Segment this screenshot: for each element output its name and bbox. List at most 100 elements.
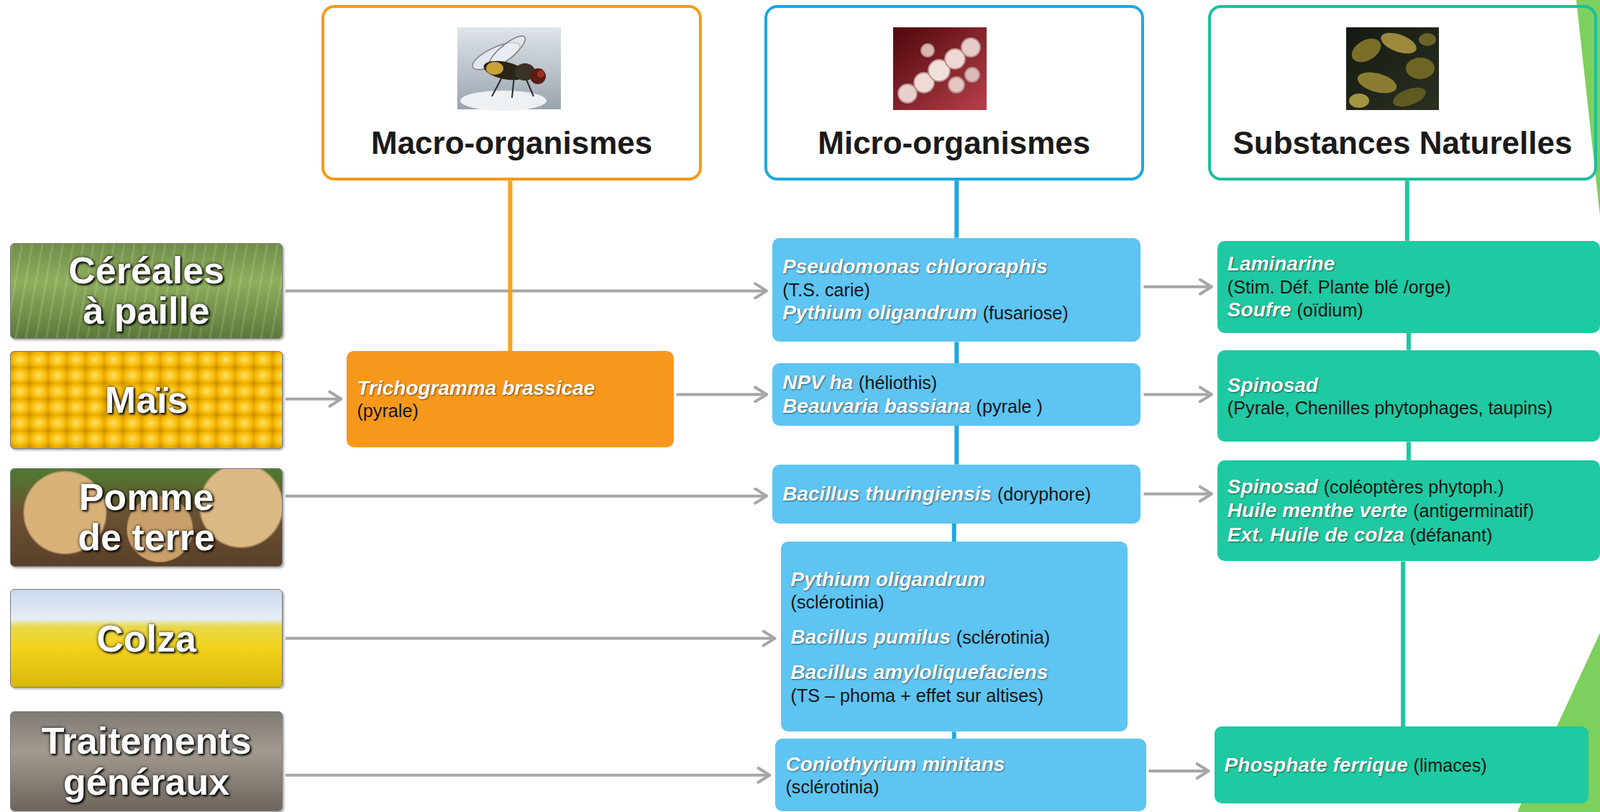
agent-target: (sclérotinia) [791, 591, 885, 613]
agent-box: Spinosad(Pyrale, Chenilles phytophages, … [1217, 350, 1600, 443]
column-connector [1400, 560, 1406, 727]
text-block: Traitements généraux [16, 720, 277, 802]
flow-arrow [285, 773, 770, 777]
fly-icon [457, 27, 561, 111]
category-header: Micro-organismes [764, 5, 1145, 181]
text-line: Spinosad(coléoptères phytoph.) [1227, 474, 1590, 500]
flow-arrow [1143, 285, 1211, 289]
agent-name: Soufre [1227, 297, 1292, 323]
header-title: Substances Naturelles [1232, 125, 1572, 162]
text-line: (sclérotinia) [791, 591, 1118, 613]
agent-name: Phosphate ferrique [1224, 752, 1408, 778]
text-line: Spinosad [1227, 373, 1590, 398]
agent-target: (coléoptères phytoph.) [1323, 476, 1505, 498]
agent-name: Pythium oligandrum [791, 567, 986, 592]
flow-arrow [1149, 769, 1209, 773]
agent-name: Beauvaria bassiana [782, 394, 971, 419]
text-line: Huile menthe verte(antigerminatif) [1227, 498, 1590, 523]
text-block: Céréales à paille [54, 250, 239, 331]
flow-arrow [1143, 492, 1211, 496]
agent-target: (Stim. Déf. Plante blé /orge) [1227, 276, 1452, 298]
agent-box: Pseudomonas chlororaphis(T.S. carie)Pyth… [772, 238, 1141, 343]
agent-name: Trichogramma brassicae [356, 376, 595, 401]
text-line: Bacillus thuringiensis(doryphore) [782, 481, 1131, 507]
header-title: Macro-organismes [371, 125, 653, 162]
agent-target: (oïdium) [1296, 299, 1363, 321]
agent-box: Coniothyrium minitans(sclérotinia) [775, 738, 1146, 812]
flow-arrow [285, 289, 767, 292]
text-block: NPV ha(héliothis)Beauvaria bassiana(pyra… [782, 370, 1131, 419]
text-line: Coniothyrium minitans [785, 752, 1136, 777]
agent-box: NPV ha(héliothis)Beauvaria bassiana(pyra… [772, 363, 1141, 426]
column-connector [952, 731, 957, 739]
text-block: Coniothyrium minitans(sclérotinia) [785, 752, 1136, 799]
text-block: Spinosad(Pyrale, Chenilles phytophages, … [1227, 373, 1590, 420]
column-connector [952, 523, 957, 543]
agent-box: Laminarine(Stim. Déf. Plante blé /orge)S… [1217, 240, 1600, 333]
agent-target: (sclérotinia) [956, 626, 1050, 648]
category-header: Macro-organismes [321, 5, 702, 181]
crop-name: Pomme de terre [54, 476, 239, 558]
agent-box: Trichogramma brassicae(pyrale) [346, 350, 674, 447]
agent-target: (fusariose) [983, 302, 1069, 324]
text-line: Micro-organismes [817, 125, 1091, 162]
agent-name: Huile menthe verte [1227, 498, 1408, 523]
text-line: Pythium oligandrum(fusariose) [782, 300, 1131, 326]
agent-name: Bacillus amyloliquefaciens [791, 660, 1049, 685]
text-block: Spinosad(coléoptères phytoph.)Huile ment… [1227, 474, 1590, 548]
crop-name: Maïs [104, 379, 189, 420]
agent-name: Coniothyrium minitans [785, 752, 1005, 777]
text-line: Bacillus amyloliquefaciens [791, 660, 1118, 685]
text-line: Pythium oligandrum [791, 567, 1118, 592]
column-connector [1405, 180, 1410, 241]
agent-name: Pseudomonas chlororaphis [782, 254, 1048, 280]
text-line: Substances Naturelles [1232, 125, 1572, 162]
text-line: (T.S. carie) [782, 279, 1131, 301]
crop-label: Pomme de terre [10, 468, 283, 566]
text-line: Beauvaria bassiana(pyrale ) [782, 394, 1131, 419]
text-line: Ext. Huile de colza(défanant) [1227, 522, 1590, 548]
text-line: Soufre(oïdium) [1227, 297, 1590, 323]
agent-target: (pyrale) [356, 399, 418, 422]
agent-target: (doryphore) [997, 483, 1091, 505]
text-line: Colza [96, 618, 197, 659]
text-block: Phosphate ferrique(limaces) [1224, 752, 1580, 778]
flow-arrow [285, 494, 767, 498]
column-connector [954, 425, 959, 465]
text-block: Pomme de terre [54, 476, 239, 558]
agent-name: Ext. Huile de colza [1227, 522, 1405, 548]
column-connector [954, 180, 959, 238]
crop-name: Céréales à paille [54, 250, 239, 331]
agent-target: (défanant) [1410, 524, 1493, 546]
text-line: Laminarine [1227, 251, 1590, 277]
text-block: Colza [96, 618, 197, 659]
agent-name: Spinosad [1227, 474, 1319, 500]
flow-arrow [676, 392, 768, 396]
column-connector [954, 341, 959, 364]
text-line: Phosphate ferrique(limaces) [1224, 752, 1580, 778]
agent-box: Pythium oligandrum(sclérotinia)Bacillus … [780, 541, 1128, 732]
agent-box: Bacillus thuringiensis(doryphore) [772, 464, 1141, 524]
text-line: Trichogramma brassicae [356, 376, 664, 401]
agent-box: Phosphate ferrique(limaces) [1214, 726, 1590, 803]
agent-name: Pythium oligandrum [782, 300, 978, 326]
crop-label: Maïs [10, 350, 283, 449]
seaweed-icon [1346, 27, 1439, 111]
header-title: Micro-organismes [817, 125, 1091, 162]
agent-target: (T.S. carie) [782, 279, 871, 301]
text-line: Traitements généraux [16, 720, 277, 802]
text-line: Céréales à paille [54, 250, 239, 331]
text-block: Pseudomonas chlororaphis(T.S. carie)Pyth… [782, 254, 1131, 325]
agent-name: Bacillus thuringiensis [782, 481, 992, 507]
agent-target: (limaces) [1413, 754, 1488, 776]
flow-arrow [1143, 392, 1211, 396]
column-connector [1406, 441, 1411, 461]
agent-name: NPV ha [782, 370, 853, 395]
text-block: Substances Naturelles [1232, 125, 1572, 162]
text-line: Pseudomonas chlororaphis [782, 254, 1131, 280]
flow-arrow [285, 397, 341, 401]
agent-target: (antigerminatif) [1413, 499, 1534, 522]
crop-label: Traitements généraux [10, 711, 283, 812]
text-line: (Stim. Déf. Plante blé /orge) [1227, 276, 1590, 298]
